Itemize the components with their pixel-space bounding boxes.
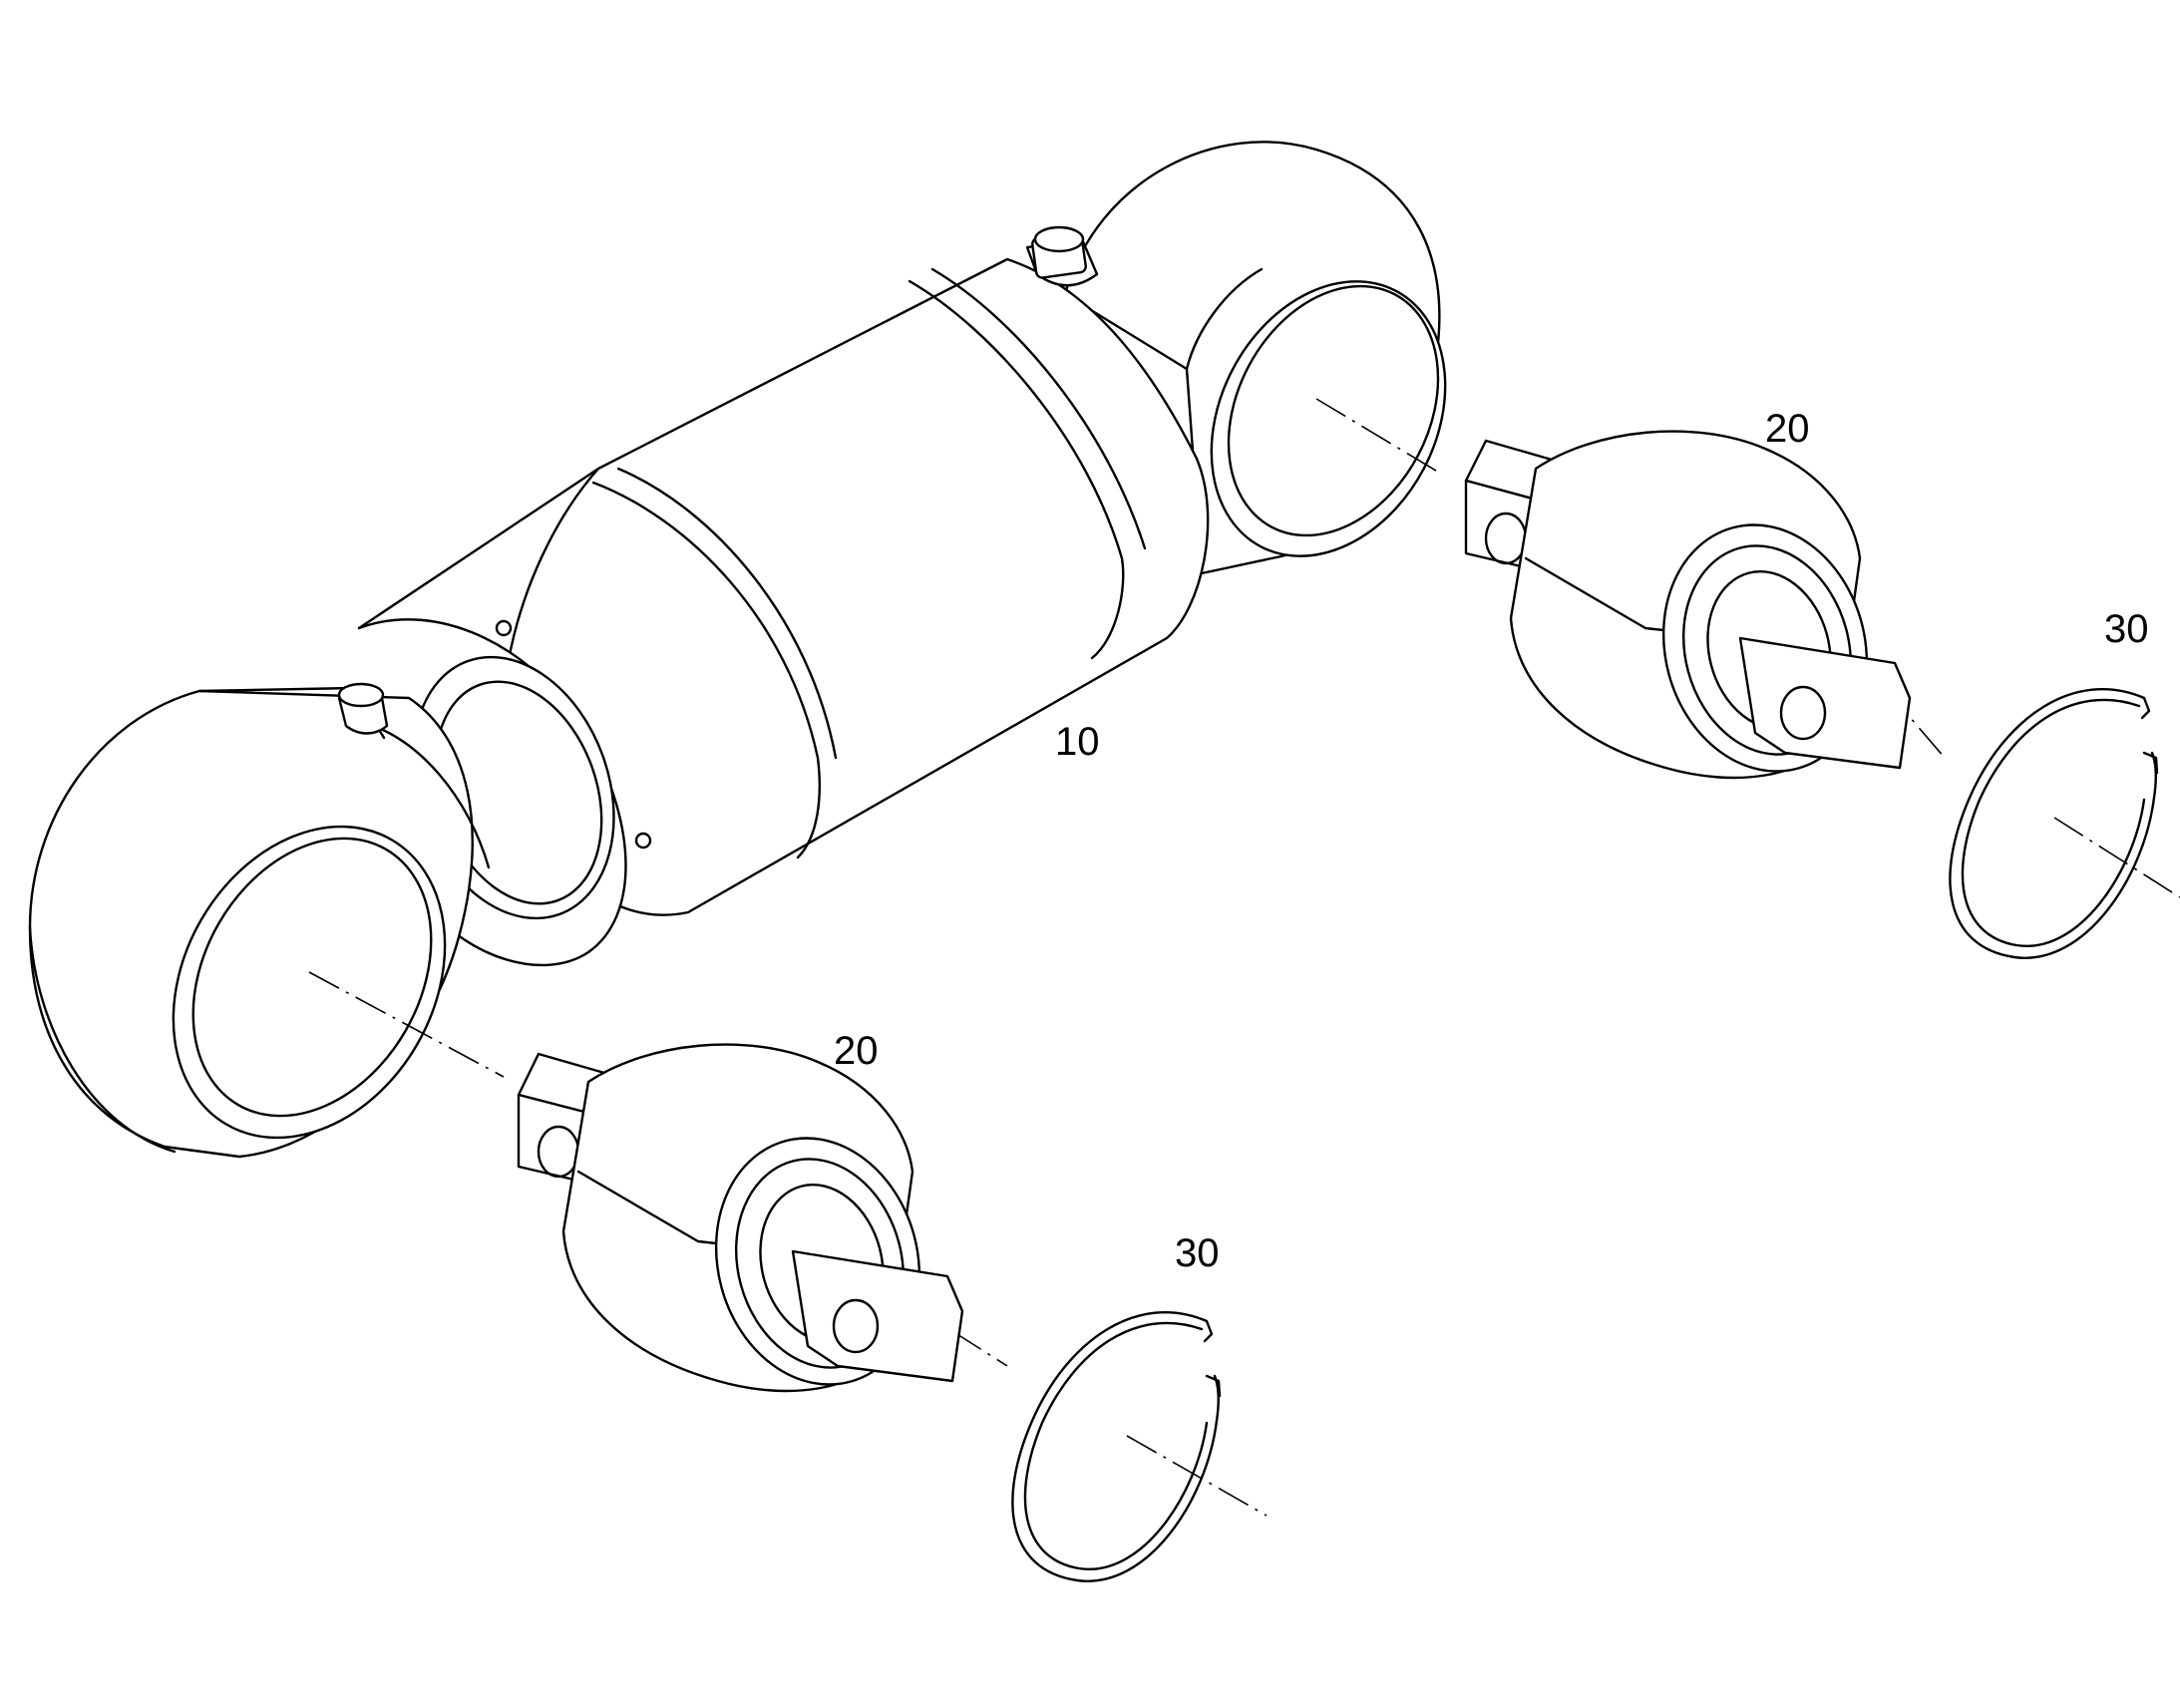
retaining-ring-upper [1949, 688, 2159, 959]
axis-lower-bearing [951, 1330, 1008, 1367]
axis-upper-eye [1315, 398, 1442, 475]
rod-eye-lower [28, 682, 491, 1159]
callout-cylinder: 10 [1055, 720, 1100, 764]
spherical-bearing-upper [1464, 430, 1912, 780]
axis-lower-eye [308, 971, 505, 1078]
callout-ring-lower: 30 [1175, 1231, 1220, 1275]
axis-upper-ring [2053, 817, 2180, 898]
callout-ring-upper: 30 [2104, 607, 2149, 651]
cylinder-barrel [357, 225, 1210, 967]
spherical-bearing-lower [517, 1043, 964, 1393]
axis-lower-ring [1126, 1435, 1268, 1517]
callout-bearing-upper: 20 [1765, 407, 1810, 451]
retaining-ring-lower [1011, 1311, 1222, 1582]
callout-bearing-lower: 20 [834, 1029, 879, 1073]
